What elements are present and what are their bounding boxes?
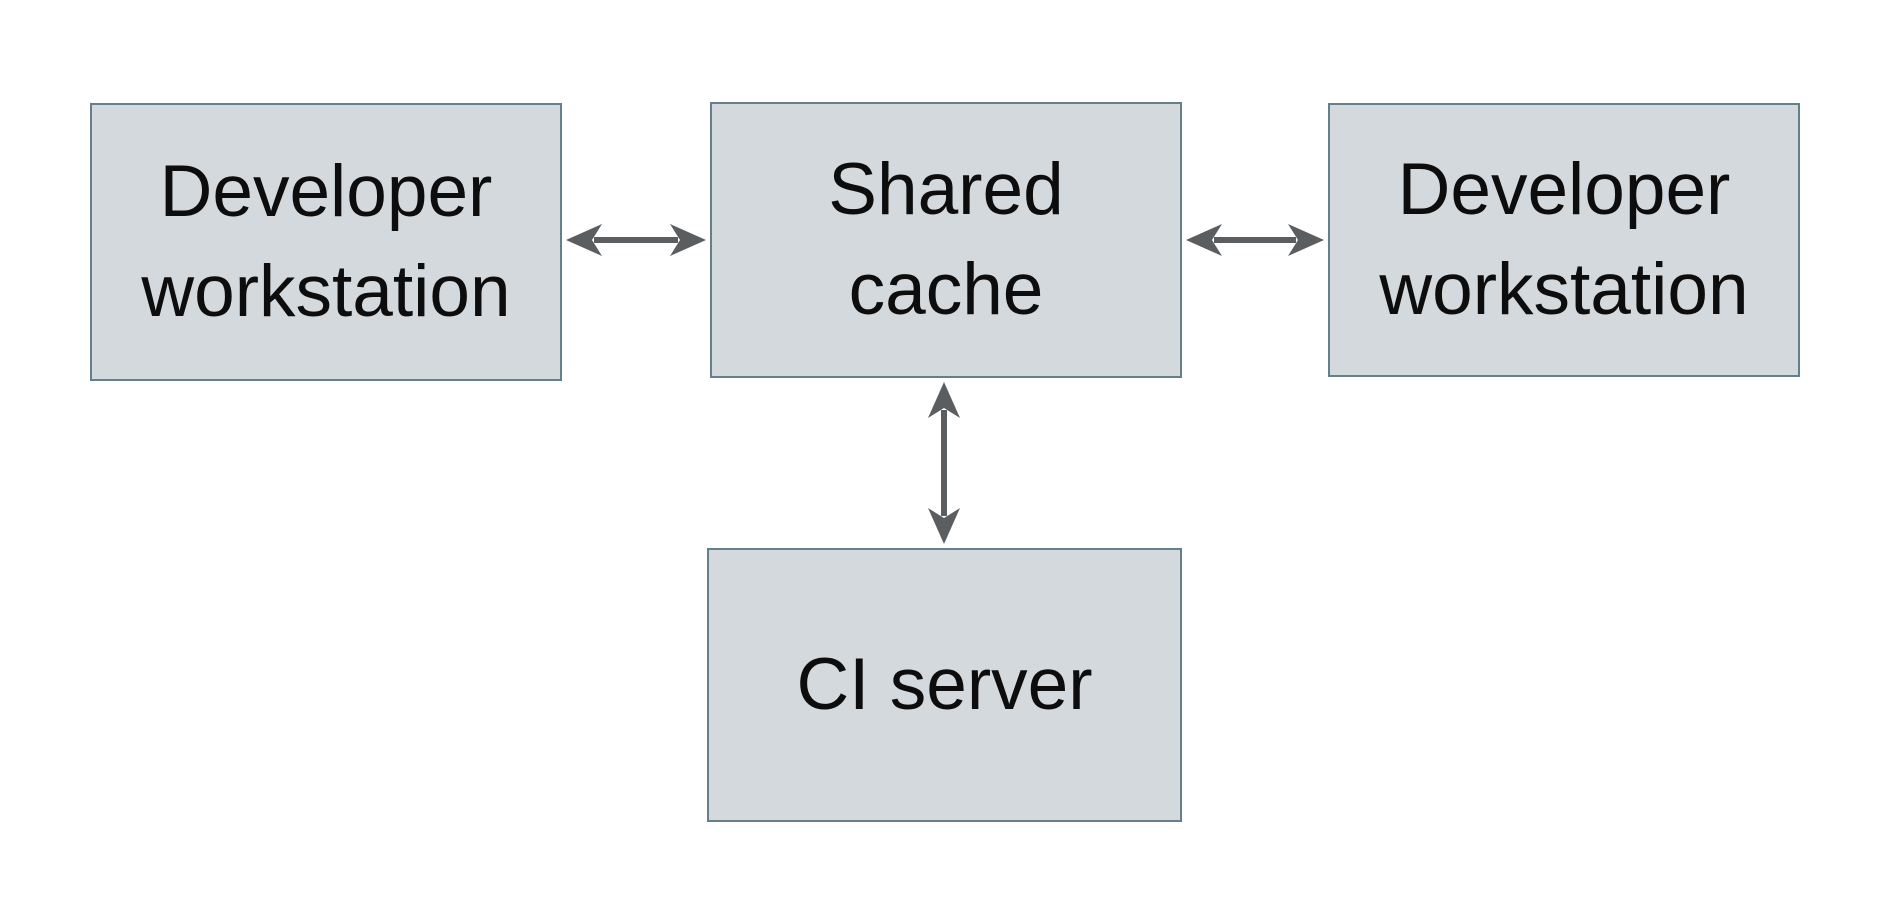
node-ci-server: CI server xyxy=(707,548,1182,822)
bidirectional-arrow-shared-cache-right-workstation xyxy=(1186,224,1324,256)
node-developer-workstation-right: Developer workstation xyxy=(1328,103,1800,377)
node-label-ci-server: CI server xyxy=(796,644,1093,725)
bidirectional-arrow-shared-cache-ci-server xyxy=(928,382,960,544)
node-label-developer-workstation-right: Developer workstation xyxy=(1379,149,1749,330)
bidirectional-arrow-left-workstation-shared-cache xyxy=(566,224,706,256)
node-shared-cache: Shared cache xyxy=(710,102,1182,378)
node-developer-workstation-left: Developer workstation xyxy=(90,103,562,381)
node-label-developer-workstation-left: Developer workstation xyxy=(141,151,511,332)
node-label-shared-cache: Shared cache xyxy=(828,149,1064,330)
